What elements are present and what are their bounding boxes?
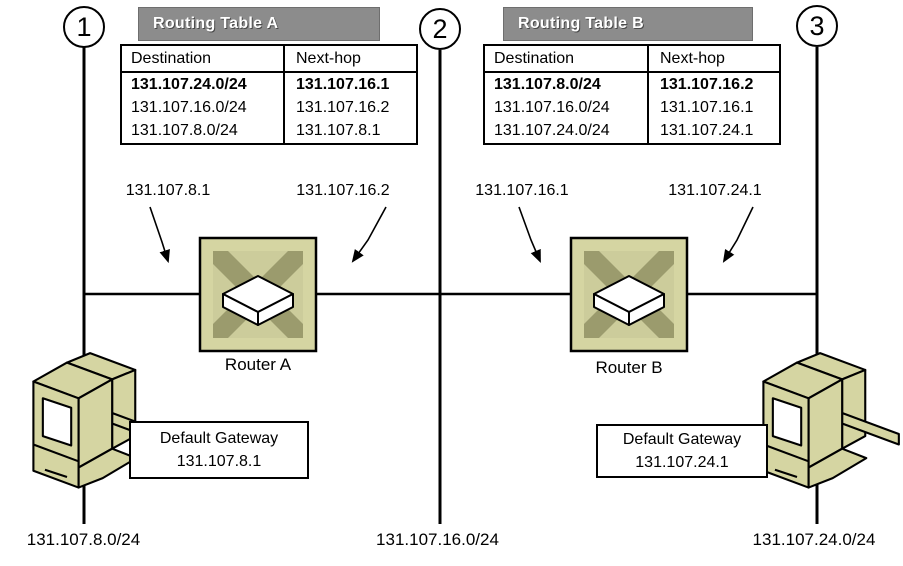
arrow-router-a-left-interface — [149, 206, 170, 264]
router-a-left-interface-ip: 131.107.8.1 — [125, 182, 211, 199]
workstation-right-icon — [762, 352, 900, 489]
router-a-icon — [183, 221, 333, 368]
router-b-label: Router B — [595, 358, 663, 377]
table-row: 131.107.24.0/24 131.107.24.1 — [485, 119, 779, 142]
segment-2-network-label: 131.107.16.0/24 — [376, 530, 499, 549]
default-gateway-box-left: Default Gateway 131.107.8.1 — [129, 421, 309, 479]
router-b-right-interface-ip: 131.107.24.1 — [668, 182, 762, 199]
segment-2-number: 2 — [432, 13, 448, 44]
default-gateway-ip: 131.107.24.1 — [635, 454, 729, 471]
cell-next-hop: 131.107.16.1 — [660, 98, 754, 116]
cell-next-hop: 131.107.16.2 — [660, 75, 754, 93]
router-a-label: Router A — [224, 355, 292, 374]
cell-destination: 131.107.8.0/24 — [494, 75, 601, 93]
routing-table-b-title: Routing Table B — [503, 7, 753, 41]
cell-destination: 131.107.8.0/24 — [131, 121, 238, 139]
routing-table-b-header-row: Destination Next-hop — [485, 46, 779, 73]
cell-next-hop: 131.107.24.1 — [660, 121, 754, 139]
default-gateway-label: Default Gateway — [159, 429, 279, 447]
arrow-router-a-right-interface — [351, 206, 387, 263]
segment-3-number: 3 — [809, 10, 825, 41]
cell-destination: 131.107.24.0/24 — [131, 75, 247, 93]
segment-1-number: 1 — [76, 11, 92, 42]
col-destination: Destination — [494, 49, 575, 67]
table-row: 131.107.16.0/24 131.107.16.2 — [122, 96, 416, 119]
cell-destination: 131.107.24.0/24 — [494, 121, 610, 139]
col-next-hop: Next-hop — [296, 49, 361, 67]
table-row: 131.107.16.0/24 131.107.16.1 — [485, 96, 779, 119]
cell-destination: 131.107.16.0/24 — [494, 98, 610, 116]
segment-3-badge: 3 — [796, 5, 838, 47]
routing-table-a-header-row: Destination Next-hop — [122, 46, 416, 73]
segment-1-badge: 1 — [63, 6, 105, 48]
segment-1-network-label: 131.107.8.0/24 — [26, 530, 141, 549]
segment-3-network-label: 131.107.24.0/24 — [752, 530, 876, 549]
default-gateway-ip: 131.107.8.1 — [176, 453, 262, 470]
router-b-left-interface-ip: 131.107.16.1 — [475, 182, 569, 199]
arrow-router-b-left-interface — [518, 206, 541, 263]
cell-next-hop: 131.107.8.1 — [296, 121, 381, 139]
routing-table-b: Destination Next-hop 131.107.8.0/24 131.… — [483, 44, 781, 145]
routing-table-a-title: Routing Table A — [138, 7, 380, 41]
table-row: 131.107.8.0/24 131.107.8.1 — [122, 119, 416, 142]
table-row: 131.107.8.0/24 131.107.16.2 — [485, 73, 779, 96]
segment-2-badge: 2 — [419, 8, 461, 50]
cell-destination: 131.107.16.0/24 — [131, 98, 247, 116]
cell-next-hop: 131.107.16.1 — [296, 75, 390, 93]
default-gateway-box-right: Default Gateway 131.107.24.1 — [596, 424, 768, 478]
routing-table-a: Destination Next-hop 131.107.24.0/24 131… — [120, 44, 418, 145]
default-gateway-label: Default Gateway — [622, 430, 742, 448]
routing-table-a-title-text: Routing Table A — [153, 15, 279, 32]
cell-next-hop: 131.107.16.2 — [296, 98, 390, 116]
routing-table-b-column-divider — [647, 46, 649, 143]
arrow-router-b-right-interface — [722, 206, 754, 263]
table-row: 131.107.24.0/24 131.107.16.1 — [122, 73, 416, 96]
routing-table-a-column-divider — [283, 46, 285, 143]
col-destination: Destination — [131, 49, 212, 67]
col-next-hop: Next-hop — [660, 49, 725, 67]
router-b-icon — [554, 221, 704, 368]
router-a-right-interface-ip: 131.107.16.2 — [296, 182, 390, 199]
routing-table-b-title-text: Routing Table B — [518, 15, 644, 32]
